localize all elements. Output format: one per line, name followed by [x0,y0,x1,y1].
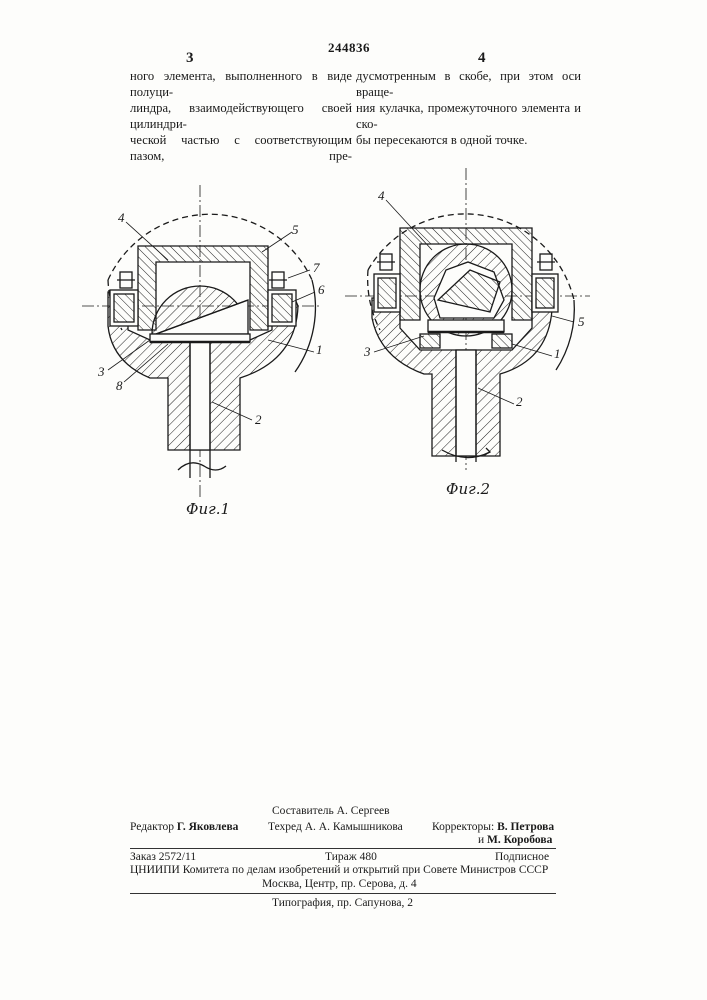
techred-name: А. А. Камышникова [305,821,403,833]
fig1-label-3: 3 [98,364,105,380]
footer-rule-top [130,848,556,849]
fig2-label-1: 1 [554,346,561,362]
compiler-line: Составитель А. Сергеев [272,804,390,818]
editor-role: Редактор [130,821,174,833]
fig2-label-5: 5 [578,314,585,330]
figure-1-drawing [82,185,320,500]
footer-rule-bottom [130,893,556,894]
corrector-1: В. Петрова [497,821,554,833]
subscription: Подписное [495,850,549,864]
circulation: Тираж 480 [325,850,377,864]
corrector-2-prefix: и [478,834,484,846]
figure-2-caption: Фиг.2 [446,480,490,498]
institute-line: ЦНИИПИ Комитета по делам изобретений и о… [130,863,556,877]
fig1-label-2: 2 [255,412,262,428]
techred-role: Техред [268,821,302,833]
fig1-label-1: 1 [316,342,323,358]
fig2-label-3: 3 [364,344,371,360]
fig2-label-4: 4 [378,188,385,204]
figure-1-caption: Фиг.1 [186,500,230,518]
correctors-credit: Корректоры: В. Петрова [432,820,554,834]
address-line: Москва, Центр, пр. Серова, д. 4 [262,877,417,891]
corrector-2-line: и М. Коробова [478,833,552,847]
order-number: Заказ 2572/11 [130,850,196,864]
fig1-label-7: 7 [313,260,320,276]
corrector-2: М. Коробова [487,834,552,846]
figure-2-drawing [345,168,590,470]
fig2-label-2: 2 [516,394,523,410]
fig1-label-6: 6 [318,282,325,298]
fig1-label-8: 8 [116,378,123,394]
techred-credit: Техред А. А. Камышникова [268,820,403,834]
correctors-role: Корректоры: [432,821,494,833]
fig1-label-5: 5 [292,222,299,238]
printing-line: Типография, пр. Сапунова, 2 [272,896,413,910]
fig1-label-4: 4 [118,210,125,226]
editor-name: Г. Яковлева [177,821,239,833]
editor-credit: Редактор Г. Яковлева [130,820,238,834]
